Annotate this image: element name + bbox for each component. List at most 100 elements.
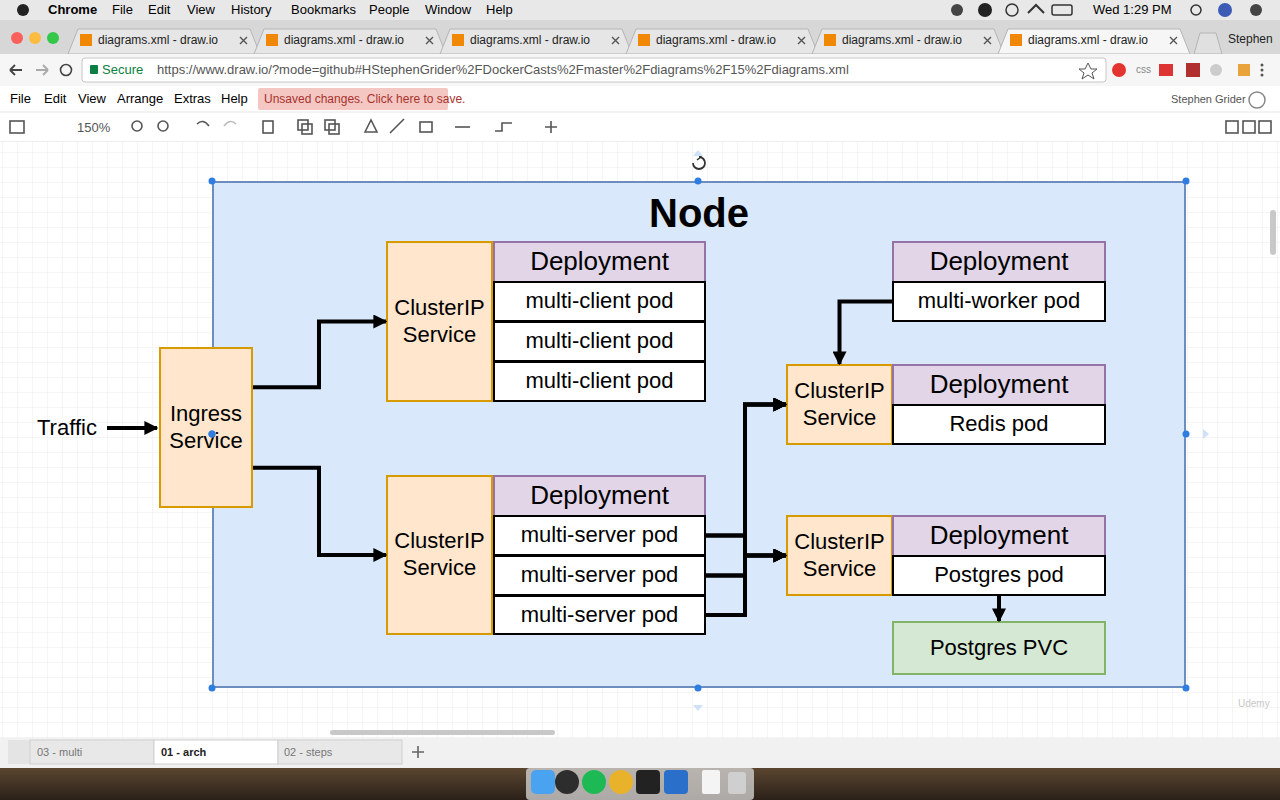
dock-icon <box>664 770 688 794</box>
add-page-button <box>412 746 424 758</box>
chrome-decoration <box>209 685 216 692</box>
connector-arrow <box>997 596 1001 621</box>
chrome-decoration <box>1226 121 1238 133</box>
menu-item: View <box>187 2 215 18</box>
deployment-box: DeploymentPostgres pod <box>892 515 1106 596</box>
bookmark-star <box>1079 63 1097 79</box>
app-toolbar <box>0 112 1280 142</box>
extension-text: css <box>1136 64 1151 76</box>
page-tab <box>30 740 154 764</box>
status-icon <box>978 3 992 17</box>
menu-item: Window <box>425 2 471 18</box>
page-menu-button <box>8 740 30 764</box>
reload-button <box>61 65 72 76</box>
tab-close <box>612 37 619 44</box>
pod-box: Redis pod <box>892 404 1106 445</box>
tab-close <box>984 37 991 44</box>
chrome-decoration <box>10 121 24 133</box>
chrome-decoration <box>1183 431 1190 438</box>
chrome-decoration <box>420 122 432 132</box>
connector-arrow <box>253 468 386 555</box>
page-tab-bar <box>0 738 1280 768</box>
pod-box: multi-client pod <box>493 361 706 402</box>
node-frame: NodeClusterIP Service Deployment multi-cli… <box>212 181 1186 688</box>
chrome-decoration <box>695 685 702 692</box>
status-icon <box>1006 4 1018 16</box>
tab-title: diagrams.xml - draw.io <box>842 33 962 47</box>
browser-tab <box>68 29 260 54</box>
chrome-decoration <box>1203 429 1209 439</box>
watermark: Udemy <box>1238 698 1270 710</box>
app-menu-title: Chrome <box>48 2 97 18</box>
tab-title: diagrams.xml - draw.io <box>1028 33 1148 47</box>
dock-icon <box>555 770 579 794</box>
dock-icon <box>702 770 720 794</box>
chrome-decoration <box>390 119 404 133</box>
dock-icon <box>531 770 555 794</box>
menu-item: Edit <box>148 2 170 18</box>
deployment-header: Deployment <box>892 241 1106 283</box>
deployment-header: Deployment <box>493 241 706 283</box>
connectors <box>253 302 999 622</box>
traffic-arrow <box>107 426 157 430</box>
chrome-decoration <box>1183 178 1190 185</box>
profile-name: Stephen <box>1228 32 1273 46</box>
menu-item: Extras <box>174 91 211 107</box>
chrome-decoration <box>545 121 557 133</box>
clock: Wed 1:29 PM <box>1093 2 1172 18</box>
chrome-decoration <box>697 153 701 160</box>
tab-title: diagrams.xml - draw.io <box>284 33 404 47</box>
toolbar-icons <box>10 119 1271 134</box>
box-label: multi-client pod <box>526 328 674 355</box>
dock-icon <box>582 770 606 794</box>
forward-button <box>36 65 48 75</box>
active-tab <box>998 29 1190 54</box>
browser-tab <box>812 29 1004 54</box>
menu-item: Edit <box>44 91 66 107</box>
page-tab <box>278 740 402 764</box>
service-box: ClusterIP Service <box>786 515 893 596</box>
extension-icon <box>1210 64 1222 76</box>
extension-icon <box>1238 64 1250 76</box>
chrome-decoration <box>1243 121 1255 133</box>
url-text: https://www.draw.io/?mode=github#HStephe… <box>157 62 849 78</box>
page-tab-title: 03 - multi <box>37 746 82 759</box>
traffic-label: Traffic <box>37 415 97 441</box>
favicon <box>1010 34 1022 46</box>
desktop <box>0 768 1280 800</box>
box-label: Postgres pod <box>934 562 1064 589</box>
deployment-header: Deployment <box>892 364 1106 406</box>
toolbar <box>0 54 1280 86</box>
dock-icon <box>728 772 746 794</box>
node-heading: Node <box>214 189 1184 238</box>
connector-arrow <box>706 405 786 616</box>
scrollbar <box>1270 210 1276 255</box>
connector-arrow <box>706 405 786 536</box>
favicon <box>452 34 464 46</box>
chrome-decoration <box>693 705 703 711</box>
box-label: ClusterIP Service <box>388 528 491 582</box>
selection-handles <box>209 150 1210 711</box>
browser-tab <box>626 29 818 54</box>
box-label: multi-worker pod <box>918 288 1081 315</box>
dock-icon <box>609 770 633 794</box>
pod-box: multi-server pod <box>493 595 706 635</box>
chrome-decoration <box>209 431 216 438</box>
page-tab-title: 02 - steps <box>284 746 332 759</box>
box-label: multi-server pod <box>521 562 679 589</box>
chrome-decoration <box>209 431 216 438</box>
connector-arrow <box>706 556 786 576</box>
connector-arrow <box>840 302 893 365</box>
pod-box: multi-client pod <box>493 321 706 362</box>
ingress-box: Ingress Service <box>159 347 253 508</box>
chrome-decoration <box>693 157 705 169</box>
extension-icon <box>1112 63 1126 77</box>
chrome-decoration <box>325 120 335 130</box>
battery-icon <box>1052 5 1072 15</box>
chrome-decoration <box>1261 64 1264 67</box>
box-label: multi-client pod <box>526 288 674 315</box>
pod-box: multi-server pod <box>493 555 706 596</box>
